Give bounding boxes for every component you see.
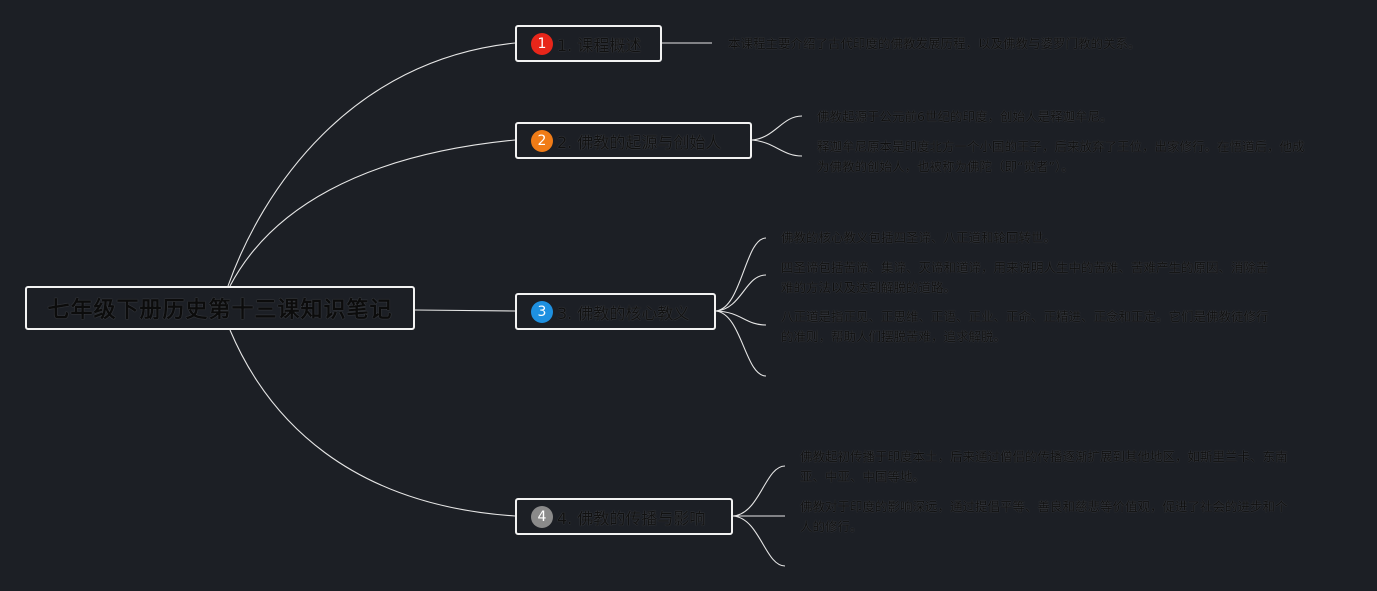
topic-node-3[interactable]: 3 3. 佛教的核心教义 — [515, 293, 716, 330]
topic-node-1[interactable]: 1 1. 课程概述 — [515, 25, 662, 62]
root-node[interactable]: 七年级下册历史第十三课知识笔记 — [25, 286, 415, 330]
note-4-1[interactable]: 佛教起初传播于印度本土，后来通过僧侣的传播逐渐扩展到其他地区，如斯里兰卡、东南亚… — [800, 449, 1288, 484]
topic-title: 2. 佛教的起源与创始人 — [557, 132, 722, 152]
topic-node-2[interactable]: 2 2. 佛教的起源与创始人 — [515, 122, 752, 159]
priority-3-icon: 3 — [531, 300, 553, 323]
note-2-1[interactable]: 佛教起源于公元前6世纪的印度，创始人是释迦牟尼。 — [817, 109, 1113, 124]
priority-4-icon: 4 — [531, 505, 553, 528]
topic-title: 1. 课程概述 — [557, 35, 642, 55]
topic-4-note-line-3 — [732, 515, 786, 567]
note-2-2[interactable]: 释迦牟尼原本是印度北方一个小国的王子，后来放弃了王位，出家修行。在悟道后，他成为… — [817, 139, 1305, 174]
note-3-3[interactable]: 八正道是指正见、正思维、正语、正业、正命、正精进、正念和正定。它们是佛教徒修行的… — [781, 309, 1269, 344]
root-to-topic-4-line — [229, 329, 516, 517]
topic-3-note-line-3 — [715, 310, 767, 326]
priority-2-icon: 2 — [531, 129, 553, 152]
topic-node-4[interactable]: 4 4. 佛教的传播与影响 — [515, 498, 733, 535]
topic-4-note-line-1 — [732, 465, 786, 517]
topic-2-note-line-1 — [751, 115, 803, 141]
topic-title: 4. 佛教的传播与影响 — [557, 508, 706, 528]
root-title: 七年级下册历史第十三课知识笔记 — [47, 298, 393, 323]
root-to-topic-2-line — [229, 139, 516, 287]
topic-3-note-line-1 — [715, 237, 767, 312]
root-to-topic-1-line — [227, 42, 516, 287]
note-1-1[interactable]: 本课程主要介绍了古代印度的佛教发展历程，以及佛教与婆罗门教的关系。 — [728, 36, 1141, 51]
root-to-topic-3-line — [414, 309, 516, 312]
topic-3-note-line-4 — [715, 310, 767, 377]
note-4-2[interactable]: 佛教对于印度的影响深远，通过提倡平等、善良和慈悲等价值观，促进了社会的进步和个人… — [800, 499, 1288, 534]
topic-2-note-line-2 — [751, 139, 803, 157]
topic-title: 3. 佛教的核心教义 — [557, 303, 690, 323]
priority-1-icon: 1 — [531, 32, 553, 55]
note-3-1[interactable]: 佛教的核心教义包括四圣谛、八正道和轮回转世。 — [781, 230, 1057, 245]
note-3-2[interactable]: 四圣谛包括苦谛、集谛、灭谛和道谛，用来说明人生中的苦难、苦难产生的原因、消除苦难… — [781, 260, 1269, 295]
topic-3-note-line-2 — [715, 274, 767, 312]
